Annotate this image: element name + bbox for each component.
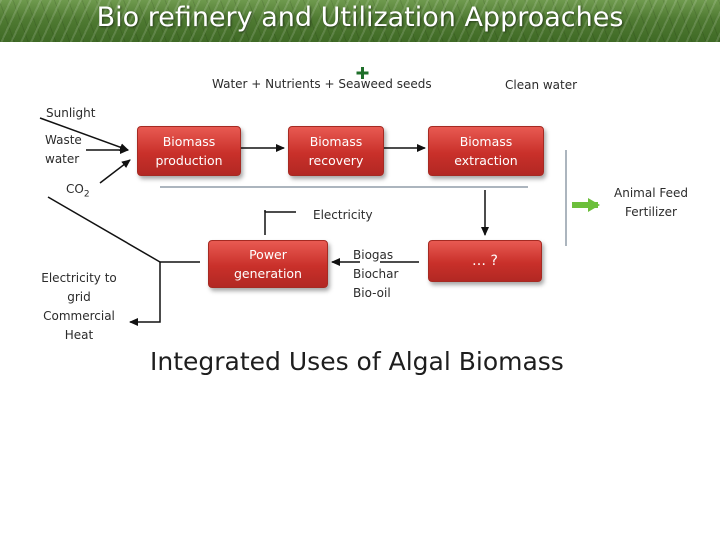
products-label: Biogas Biochar Bio-oil	[353, 248, 399, 300]
animal-feed-label: Animal Feed Fertilizer	[614, 186, 688, 219]
diagram-caption: Integrated Uses of Algal Biomass	[150, 347, 564, 376]
clean-water-label: Clean water	[505, 78, 578, 92]
grid-diagonal-line	[47, 196, 161, 263]
to-grid-arrow	[129, 262, 161, 326]
page-title: Bio refinery and Utilization Approaches	[96, 2, 624, 33]
electricity-to-grid-label: Electricity to grid Commercial Heat	[41, 271, 117, 342]
waste-water-label: Waste water	[45, 133, 82, 166]
electricity-label: Electricity	[313, 208, 373, 222]
electricity-line	[264, 211, 296, 235]
plus-icon	[356, 67, 369, 79]
banner-texture	[0, 0, 720, 42]
sunlight-label: Sunlight	[46, 106, 96, 120]
input-label: Water + Nutrients + Seaweed seeds	[212, 77, 432, 91]
co2-arrow	[99, 159, 131, 184]
unknown-use-box: … ?	[428, 240, 542, 282]
title-banner: Bio refinery and Utilization Approaches	[0, 0, 720, 42]
co2-label: CO2	[66, 182, 90, 200]
sunlight-arrow	[39, 117, 129, 152]
